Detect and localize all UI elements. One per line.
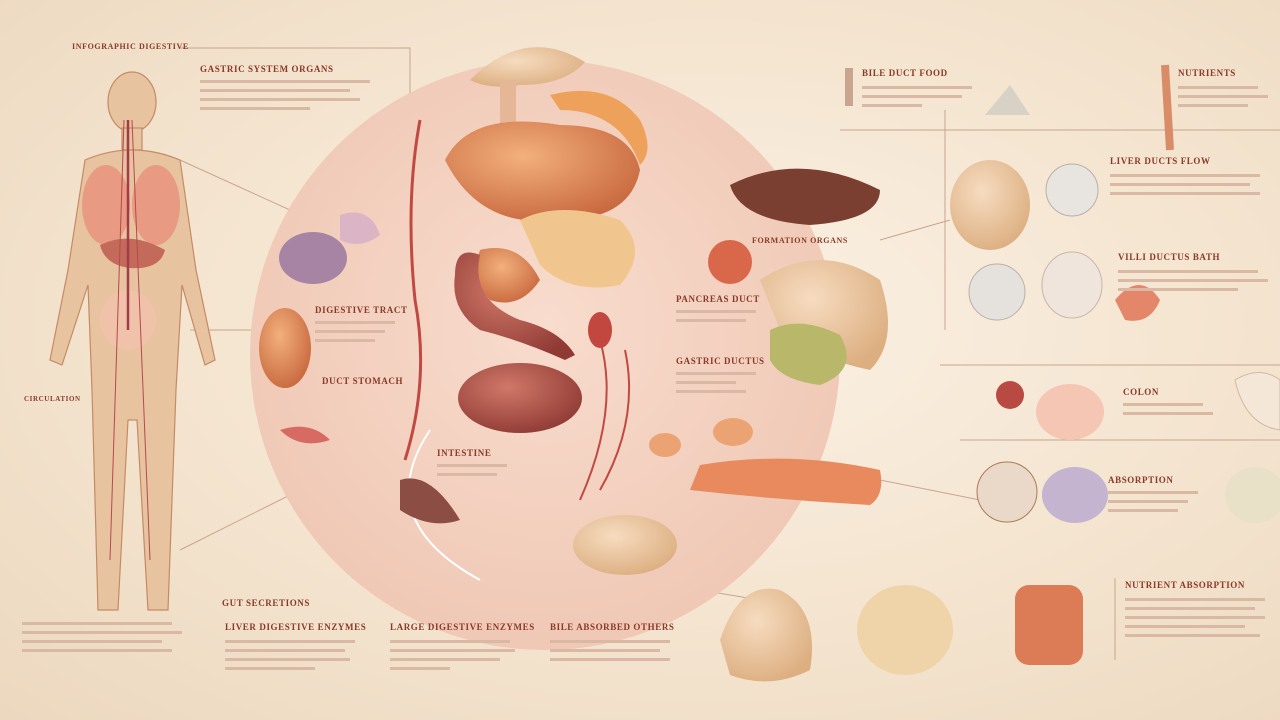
central-organs	[259, 47, 888, 581]
label-title: DIGESTIVE TRACT	[315, 305, 408, 315]
label-title: LARGE DIGESTIVE ENZYMES	[390, 622, 535, 632]
label-block-top-right-a: BILE DUCT FOOD	[862, 68, 982, 107]
label-block-lower-mid: INTESTINE	[437, 448, 547, 476]
label-duct-stomach: DUCT STOMACH	[322, 376, 404, 386]
label-liver: FORMATION ORGANS	[752, 236, 848, 245]
bottom-block-1: LIVER DIGESTIVE ENZYMES	[225, 622, 375, 670]
label-block-lower-right-a: ABSORPTION	[1108, 475, 1218, 512]
label-title: VILLI DUCTUS BATH	[1118, 252, 1221, 262]
digestive-circle-background	[250, 60, 840, 650]
header-title: INFOGRAPHIC DIGESTIVE	[72, 42, 189, 51]
label-circulation: CIRCULATION	[24, 395, 81, 403]
label-title: GASTRIC SYSTEM ORGANS	[200, 64, 334, 74]
label-title: COLON	[1123, 387, 1160, 397]
label-title: BILE ABSORBED OTHERS	[550, 622, 675, 632]
human-organs	[82, 119, 180, 561]
label-title: BILE DUCT FOOD	[862, 68, 948, 78]
label-title: INTESTINE	[437, 448, 492, 458]
bottom-block-2: LARGE DIGESTIVE ENZYMES	[390, 622, 540, 670]
label-block-top-center: GASTRIC SYSTEM ORGANS	[200, 64, 400, 110]
label-title: PANCREAS DUCT	[676, 294, 760, 304]
label-block-center-left: DIGESTIVE TRACT	[315, 305, 425, 342]
bottom-block-3: BILE ABSORBED OTHERS	[550, 622, 700, 661]
label-block-right-mid-b: VILLI DUCTUS BATH	[1118, 252, 1278, 291]
label-title: LIVER DUCTS FLOW	[1110, 156, 1211, 166]
bottom-block-right: NUTRIENT ABSORPTION	[1125, 580, 1275, 637]
label-title: LIVER DIGESTIVE ENZYMES	[225, 622, 367, 632]
right-specimens	[720, 64, 1280, 682]
label-block-top-right-b: NUTRIENTS	[1178, 68, 1278, 107]
label-title: ABSORPTION	[1108, 475, 1174, 485]
label-block-lower-right-b: COLON	[1123, 387, 1233, 415]
label-block-center-right-a: PANCREAS DUCT	[676, 294, 786, 322]
label-title: NUTRIENTS	[1178, 68, 1236, 78]
label-title: GASTRIC DUCTUS	[676, 356, 765, 366]
label-title: NUTRIENT ABSORPTION	[1125, 580, 1246, 590]
label-block-center-right-b: GASTRIC DUCTUS	[676, 356, 786, 393]
bottom-block-0	[22, 622, 202, 652]
label-bottom-left: GUT SECRETIONS	[222, 598, 311, 608]
label-block-right-mid-a: LIVER DUCTS FLOW	[1110, 156, 1270, 195]
